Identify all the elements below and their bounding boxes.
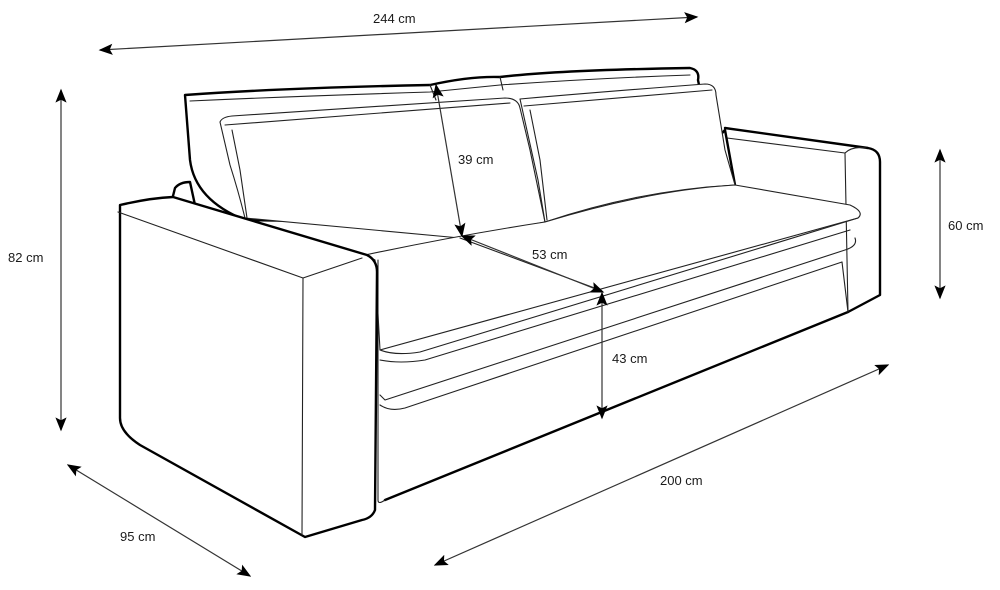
total-depth-label: 95 cm	[120, 529, 156, 544]
back-cushion-left	[219, 97, 546, 239]
seat-width-label: 200 cm	[660, 473, 703, 488]
arm-height-label: 60 cm	[948, 218, 984, 233]
total-width-label: 244 cm	[373, 11, 416, 26]
seat-width-dimension-arrow	[433, 364, 890, 566]
back-cushion-height-label: 39 cm	[458, 152, 494, 167]
seat-depth-label: 53 cm	[532, 247, 568, 262]
left-armrest	[117, 195, 379, 539]
sofa-illustration	[117, 66, 882, 539]
depth-dimension-arrow	[66, 464, 252, 577]
total-height-label: 82 cm	[8, 250, 44, 265]
back-cushion-right	[519, 83, 736, 223]
seat-height-label: 43 cm	[612, 351, 648, 366]
seat-depth-dimension-arrow	[460, 235, 605, 293]
width-dimension-arrow	[98, 12, 699, 55]
dimension-lines	[55, 12, 946, 577]
back-cushion-dimension-arrow	[432, 83, 466, 238]
